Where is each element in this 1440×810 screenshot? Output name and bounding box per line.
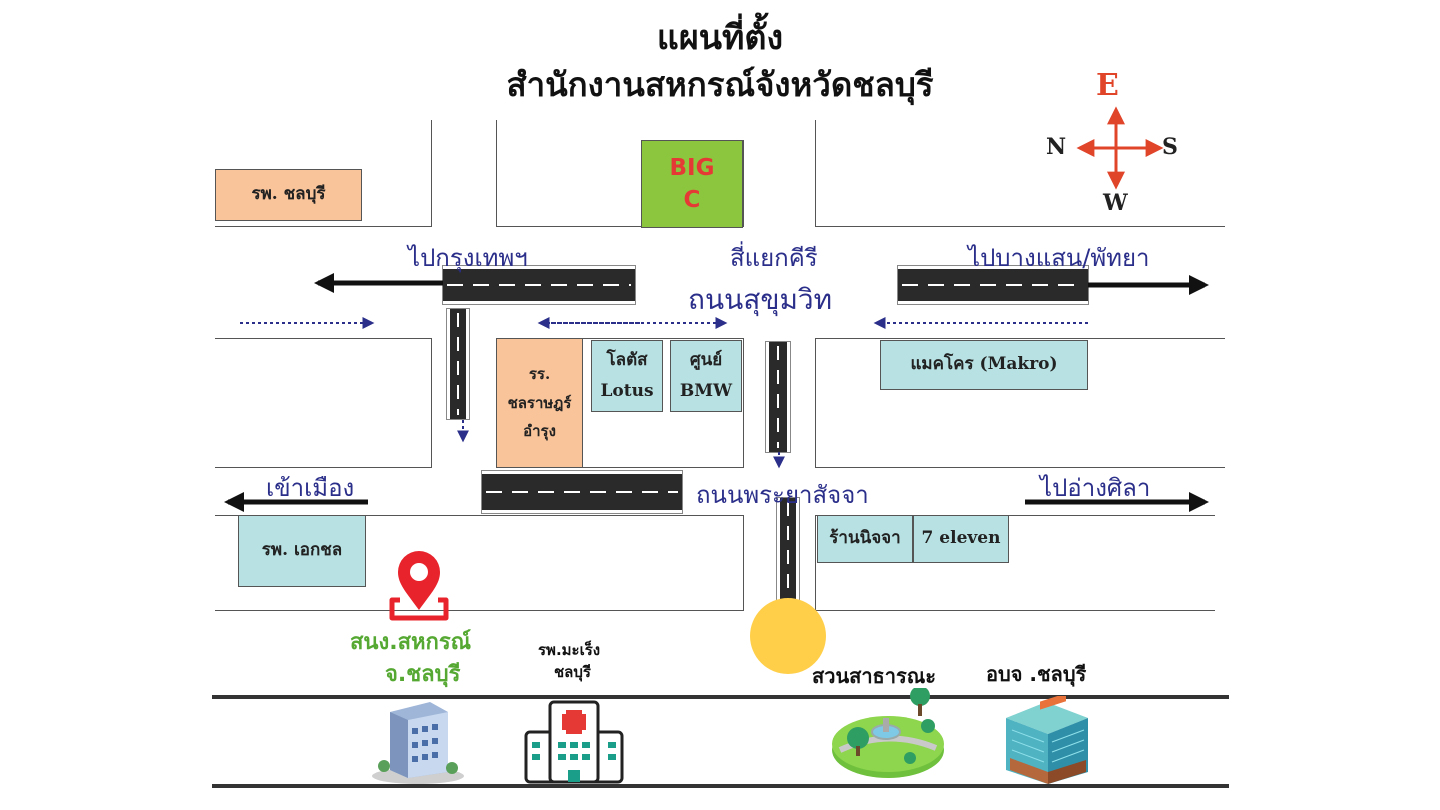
ekachol-label: รพ. เอกชล — [261, 540, 343, 561]
provincial-office-label: อบจ .ชลบุรี — [986, 662, 1087, 686]
office-label-line1: สนง.สหกรณ์ — [350, 630, 472, 655]
nitjaa-label: ร้านนิจจา — [829, 528, 901, 549]
sukhumvit-road-east — [898, 266, 1088, 304]
school-label-3: อำรุง — [523, 422, 556, 441]
place-ekachol-hospital: รพ. เอกชล — [238, 515, 366, 587]
label-sukhumvit-road: ถนนสุขุมวิท — [688, 283, 833, 316]
cancer-hospital-label-2: ชลบุรี — [554, 663, 591, 681]
place-seven-eleven: 7 eleven — [913, 515, 1009, 563]
hospital-icon — [522, 698, 626, 784]
map-title: แผนที่ตั้ง — [656, 18, 784, 58]
compass-rose: E N S W — [1040, 68, 1185, 218]
school-label-1: รร. — [528, 365, 551, 384]
cancer-hospital-label-1: รพ.มะเร็ง — [538, 641, 601, 659]
phraya-satja-road — [482, 471, 682, 513]
school-label-2: ชลราษฎร์ — [507, 393, 572, 412]
place-label: รพ. ชลบุรี — [251, 184, 326, 205]
office-label-line2: จ.ชลบุรี — [385, 662, 461, 687]
road-segment-bottom-vertical — [777, 498, 799, 604]
seven-eleven-label: 7 eleven — [921, 528, 1001, 549]
label-intersection: สี่แยกคีรี — [730, 244, 818, 272]
bmw-label-en: BMW — [679, 381, 733, 401]
place-bmw-center: ศูนย์ BMW — [670, 340, 742, 412]
map-subtitle: สำนักงานสหกรณ์จังหวัดชลบุรี — [506, 65, 934, 104]
location-pin-icon — [388, 548, 450, 624]
label-phraya-satja-road: ถนนพระยาสัจจา — [696, 481, 869, 509]
office-building-icon — [368, 698, 468, 784]
compass-north: N — [1046, 134, 1067, 160]
compass-west: W — [1103, 190, 1128, 216]
label-to-bangsaen: ไปบางแสน/พัทยา — [968, 244, 1150, 272]
big-c-label-1: BIG — [669, 154, 715, 181]
label-to-bangkok: ไปกรุงเทพฯ — [408, 244, 528, 272]
compass-east: E — [1096, 68, 1119, 103]
park-label: สวนสาธารณะ — [812, 664, 937, 688]
makro-label: แมคโคร (Makro) — [910, 354, 1058, 375]
place-nitjaa-shop: ร้านนิจจา — [817, 515, 913, 563]
label-to-angsila: ไปอ่างศิลา — [1040, 474, 1151, 502]
sukhumvit-road-west — [443, 266, 635, 304]
bmw-label-th: ศูนย์ — [689, 350, 723, 371]
place-big-c: BIG C — [641, 140, 743, 228]
road-segment-left-vertical — [447, 309, 469, 419]
roundabout-circle — [750, 598, 826, 674]
compass-arrows-icon — [1076, 106, 1164, 190]
bottom-strip-bottom-line — [212, 784, 1229, 788]
place-makro: แมคโคร (Makro) — [880, 340, 1088, 390]
park-icon — [830, 686, 946, 780]
compass-south: S — [1162, 134, 1178, 160]
big-c-label-2: C — [683, 187, 701, 213]
place-chonburi-hospital: รพ. ชลบุรี — [215, 169, 362, 221]
bottom-strip-top-line — [212, 695, 1229, 699]
lotus-label-en: Lotus — [600, 381, 654, 401]
place-school-chonrat: รร. ชลราษฎร์ อำรุง — [496, 338, 583, 468]
lotus-label-th: โลตัส — [606, 350, 648, 371]
place-lotus: โลตัส Lotus — [591, 340, 663, 412]
label-to-city: เข้าเมือง — [266, 474, 355, 502]
road-segment-center-vertical — [766, 342, 790, 452]
provincial-office-building-icon — [1002, 693, 1092, 786]
